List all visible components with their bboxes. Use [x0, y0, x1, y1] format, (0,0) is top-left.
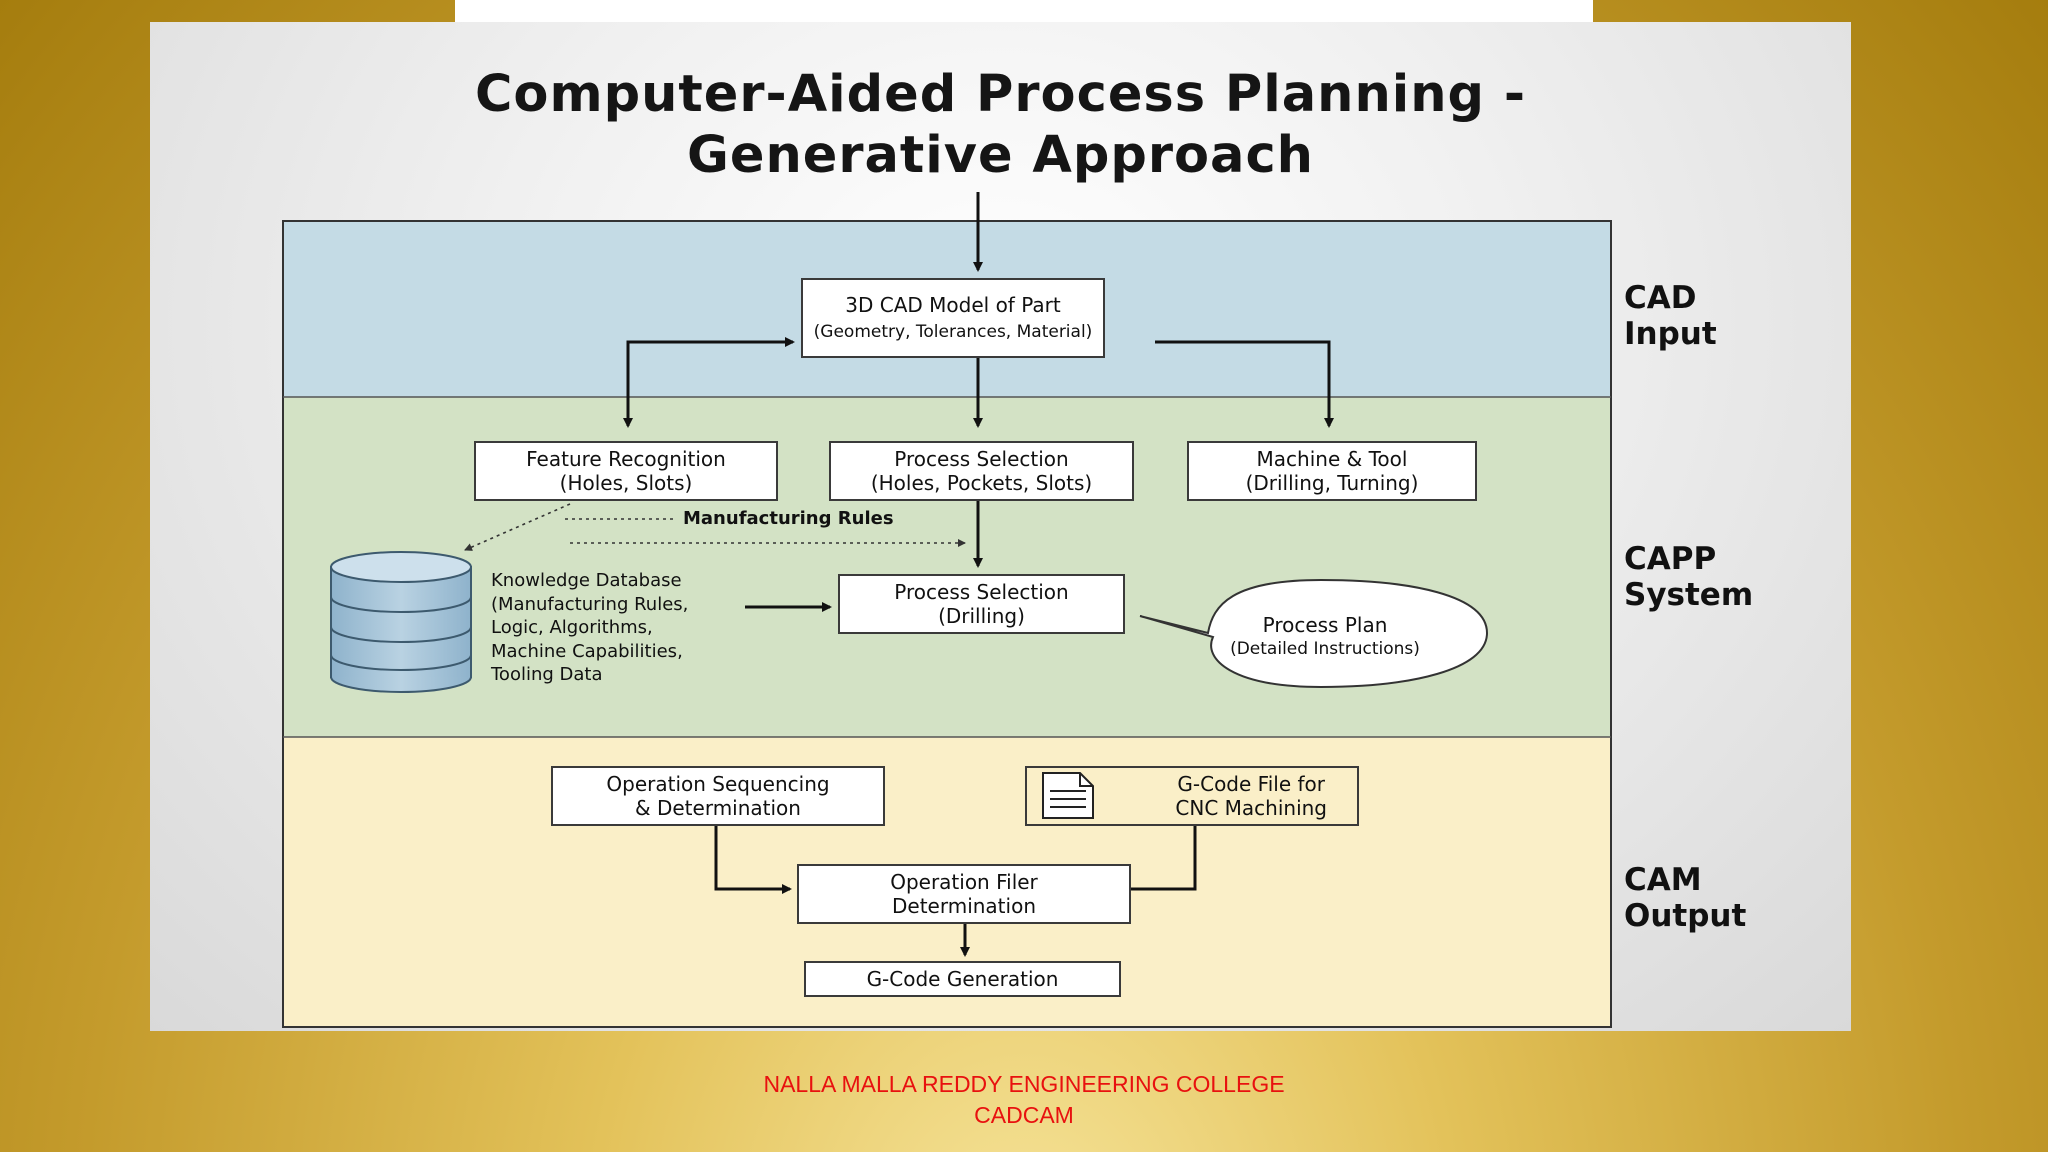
cad-label-line1: CAD [1624, 280, 1697, 316]
feature-recognition-box: Feature Recognition (Holes, Slots) [474, 441, 778, 501]
operation-filer-subtitle: Determination [891, 894, 1036, 918]
process-plan-bubble [1139, 578, 1489, 689]
gcode-file-subtitle: CNC Machining [1175, 796, 1327, 820]
slide-title-line1: Computer-Aided Process Planning - [475, 65, 1526, 124]
knowledge-database-text: Knowledge Database (Manufacturing Rules,… [491, 569, 688, 687]
process-plan-text: Process Plan (Detailed Instructions) [1210, 612, 1440, 660]
kb-line: Knowledge Database [491, 570, 682, 591]
cad-input-label: CAD Input [1624, 280, 1717, 352]
operation-sequencing-box: Operation Sequencing & Determination [551, 766, 885, 826]
diagram-frame [282, 220, 1612, 1028]
operation-sequencing-subtitle: & Determination [635, 796, 801, 820]
process-selection-title: Process Selection [894, 446, 1069, 471]
drilling-subtitle: (Drilling) [938, 604, 1025, 628]
footer-course: CADCAM [974, 1102, 1074, 1128]
footer-college: NALLA MALLA REDDY ENGINEERING COLLEGE [763, 1071, 1285, 1097]
process-selection-box: Process Selection (Holes, Pockets, Slots… [829, 441, 1134, 501]
cad-model-title: 3D CAD Model of Part [845, 293, 1061, 318]
cam-output-label: CAM Output [1624, 862, 1746, 934]
operation-sequencing-title: Operation Sequencing [606, 771, 830, 796]
dotted-rules-to-kb [464, 503, 571, 551]
top-white-bar [455, 0, 1593, 22]
operation-filer-box: Operation Filer Determination [797, 864, 1131, 924]
gcode-file-text: G-Code File for CNC Machining [1175, 772, 1327, 821]
cad-label-line2: Input [1624, 316, 1717, 352]
arrow-seq-to-filer [714, 826, 792, 894]
kb-line: Machine Capabilities, [491, 640, 683, 662]
feature-recognition-subtitle: (Holes, Slots) [559, 471, 693, 495]
gcode-file-title: G-Code File for [1177, 771, 1325, 796]
cam-label-line1: CAM [1624, 862, 1702, 898]
line-gcode-to-filer [1130, 826, 1197, 891]
machine-tool-box: Machine & Tool (Drilling, Turning) [1187, 441, 1477, 501]
process-plan-title: Process Plan [1262, 613, 1388, 637]
slide: Computer-Aided Process Planning - Genera… [150, 22, 1851, 1031]
kb-line: Tooling Data [491, 664, 603, 685]
document-icon [1042, 772, 1094, 819]
gcode-file-box: G-Code File for CNC Machining [1025, 766, 1359, 826]
arrow-cad-to-machine [1155, 340, 1334, 428]
capp-label-line2: System [1624, 577, 1754, 613]
kb-line: (Manufacturing Rules, [491, 593, 689, 615]
capp-system-label: CAPP System [1624, 541, 1753, 613]
kb-line: Logic, Algorithms, [491, 617, 653, 638]
feature-recognition-title: Feature Recognition [526, 446, 726, 471]
machine-tool-subtitle: (Drilling, Turning) [1245, 471, 1419, 495]
process-selection-subtitle: (Holes, Pockets, Slots) [870, 471, 1093, 495]
process-selection-drilling-box: Process Selection (Drilling) [838, 574, 1125, 634]
operation-filer-title: Operation Filer [890, 869, 1038, 894]
gcode-generation-title: G-Code Generation [866, 966, 1059, 991]
slide-title-line2: Generative Approach [687, 126, 1314, 185]
gcode-generation-box: G-Code Generation [804, 961, 1121, 997]
process-plan-subtitle: (Detailed Instructions) [1230, 639, 1420, 659]
cad-model-subtitle: (Geometry, Tolerances, Material) [813, 321, 1093, 342]
manufacturing-rules-label: Manufacturing Rules [683, 508, 894, 529]
cad-model-box: 3D CAD Model of Part (Geometry, Toleranc… [801, 278, 1105, 358]
drilling-title: Process Selection [894, 579, 1069, 604]
cam-label-line2: Output [1624, 898, 1747, 934]
machine-tool-title: Machine & Tool [1256, 446, 1408, 471]
database-icon [330, 551, 472, 693]
capp-label-line1: CAPP [1624, 541, 1717, 577]
